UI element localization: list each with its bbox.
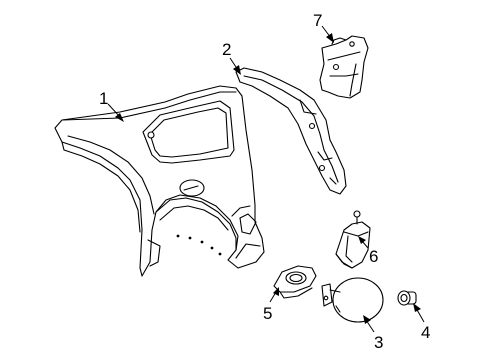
pillar-reinforcement-part bbox=[235, 67, 347, 195]
leader-lines bbox=[107, 25, 425, 333]
callout-3: 3 bbox=[374, 333, 383, 352]
callout-7: 7 bbox=[313, 11, 322, 30]
arrow-2 bbox=[233, 65, 241, 75]
arrow-6 bbox=[358, 236, 366, 244]
callout-5: 5 bbox=[263, 304, 272, 323]
arrow-7 bbox=[326, 33, 334, 43]
arrow-4 bbox=[413, 303, 421, 312]
callout-4: 4 bbox=[421, 323, 430, 342]
fuel-door-part bbox=[321, 277, 384, 323]
bumper-cap-part bbox=[397, 290, 417, 306]
filler-housing-part bbox=[273, 265, 317, 299]
callout-6: 6 bbox=[369, 247, 378, 266]
arrow-1 bbox=[115, 113, 124, 122]
callout-1: 1 bbox=[99, 89, 108, 108]
arrow-3 bbox=[363, 315, 371, 324]
callout-2: 2 bbox=[222, 40, 231, 59]
arrow-5 bbox=[273, 287, 279, 296]
quarter-panel-part bbox=[54, 85, 265, 277]
callout-labels: 1 2 7 6 5 3 4 bbox=[99, 11, 430, 352]
upper-bracket-part bbox=[319, 35, 369, 99]
